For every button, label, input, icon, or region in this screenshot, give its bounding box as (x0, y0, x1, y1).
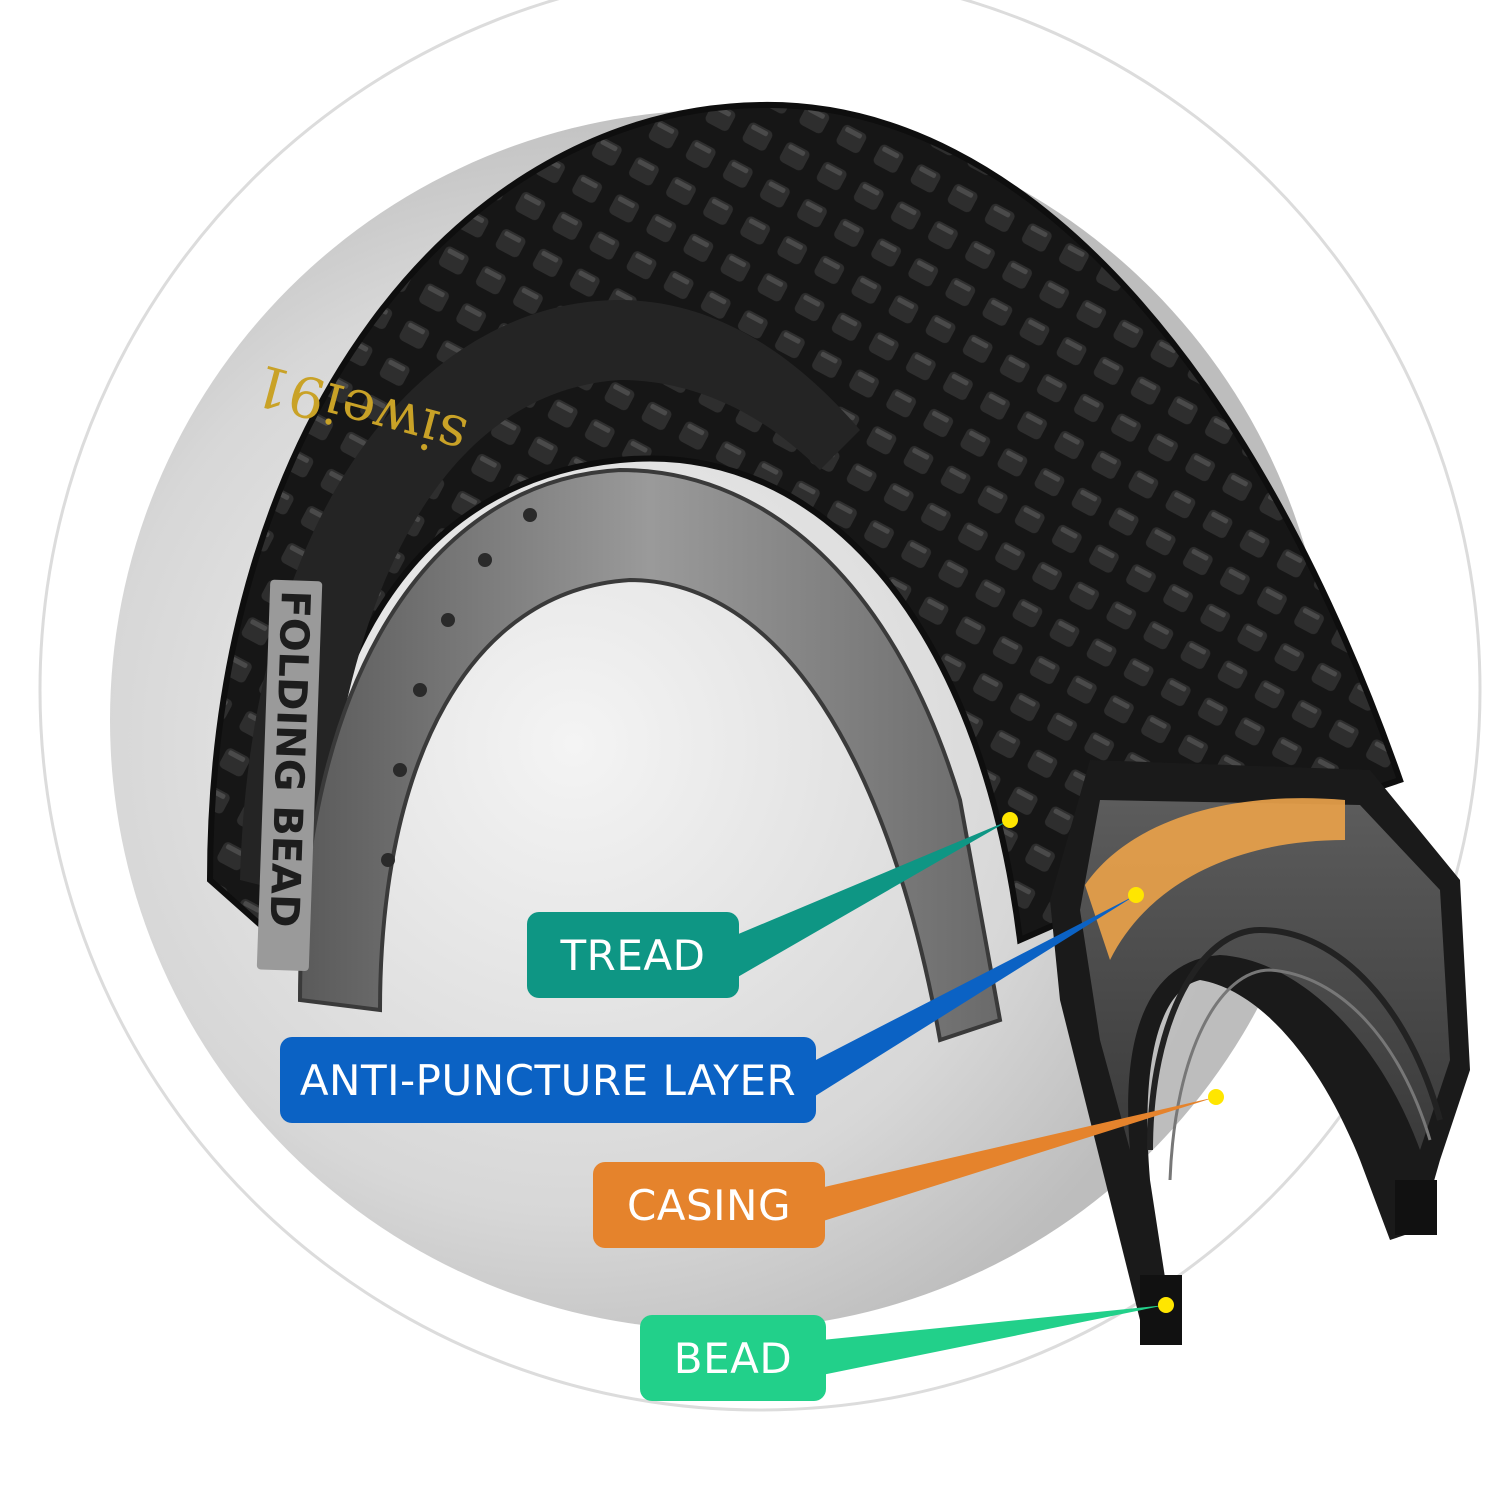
tread-label: TREAD (527, 912, 739, 998)
tire-sidewall (240, 300, 860, 900)
folding-bead-plate: FOLDING BEAD (256, 579, 323, 972)
tread-marker (1002, 812, 1018, 828)
bead-label: BEAD (640, 1315, 826, 1401)
rim-holes (381, 508, 537, 867)
casing-marker (1208, 1089, 1224, 1105)
casing-pointer (820, 1097, 1216, 1222)
tire-cross-section (1050, 760, 1470, 1345)
anti-puncture-pointer (812, 895, 1136, 1098)
anti-puncture-layer (1085, 798, 1345, 960)
anti-puncture-marker (1128, 887, 1144, 903)
bead-pointer (822, 1305, 1166, 1375)
anti-puncture-layer-label: ANTI-PUNCTURE LAYER (280, 1037, 816, 1123)
tire-tread (206, 101, 1404, 967)
tread-pointer (736, 820, 1010, 978)
casing-label: CASING (593, 1162, 825, 1248)
bead-marker (1158, 1297, 1174, 1313)
rim-wall (297, 467, 1003, 1043)
halo-ring (38, 0, 1482, 1412)
